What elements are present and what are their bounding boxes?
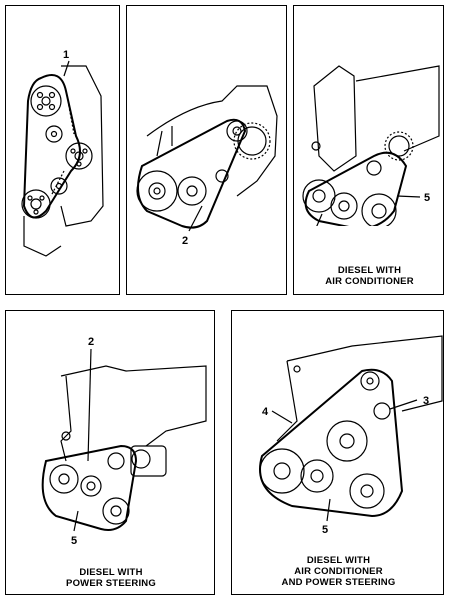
caption-line-1: DIESEL WITH xyxy=(79,567,143,578)
caption-line-1: DIESEL WITH xyxy=(337,265,402,276)
panel-caption: DIESEL WITH AIR CONDITIONER xyxy=(294,265,445,287)
caption-line-1: DIESEL WITH xyxy=(306,555,371,566)
callout-3: 3 xyxy=(423,395,429,407)
timing-belt-drawing: 1 xyxy=(21,49,104,257)
callout-5: 5 xyxy=(322,524,328,536)
caption-line-2: POWER STEERING xyxy=(66,578,156,589)
ac-belt-drawing: 5 4 xyxy=(302,65,440,226)
panel-upper-right: 5 4 DIESEL WITH AIR CONDITIONER xyxy=(293,5,444,295)
caption-line-2: AIR CONDITIONER xyxy=(294,566,383,577)
callout-4: 4 xyxy=(262,406,269,418)
callout-5: 5 xyxy=(424,192,430,204)
power-steering-belt-drawing: 2 5 xyxy=(41,336,207,547)
caption-line-2: AIR CONDITIONER xyxy=(325,276,414,287)
ac-power-steering-belt-drawing: 4 3 5 xyxy=(259,335,443,536)
callout-5: 5 xyxy=(71,535,77,547)
panel-upper-left: 1 xyxy=(5,5,120,295)
panel-caption: DIESEL WITH POWER STEERING xyxy=(6,567,216,589)
caption-line-3: AND POWER STEERING xyxy=(281,577,396,588)
panel-lower-right: 4 3 5 DIESEL WITH AIR CONDITIONER AND PO… xyxy=(231,310,444,595)
auxiliary-belt-drawing: 2 xyxy=(136,85,278,247)
panel-upper-middle: 2 xyxy=(126,5,287,295)
callout-2: 2 xyxy=(88,336,94,348)
callout-1: 1 xyxy=(63,49,69,61)
panel-lower-left: 2 5 DIESEL WITH POWER STEERING xyxy=(5,310,215,595)
callout-2: 2 xyxy=(182,235,188,247)
panel-caption: DIESEL WITH AIR CONDITIONER AND POWER ST… xyxy=(232,555,445,588)
